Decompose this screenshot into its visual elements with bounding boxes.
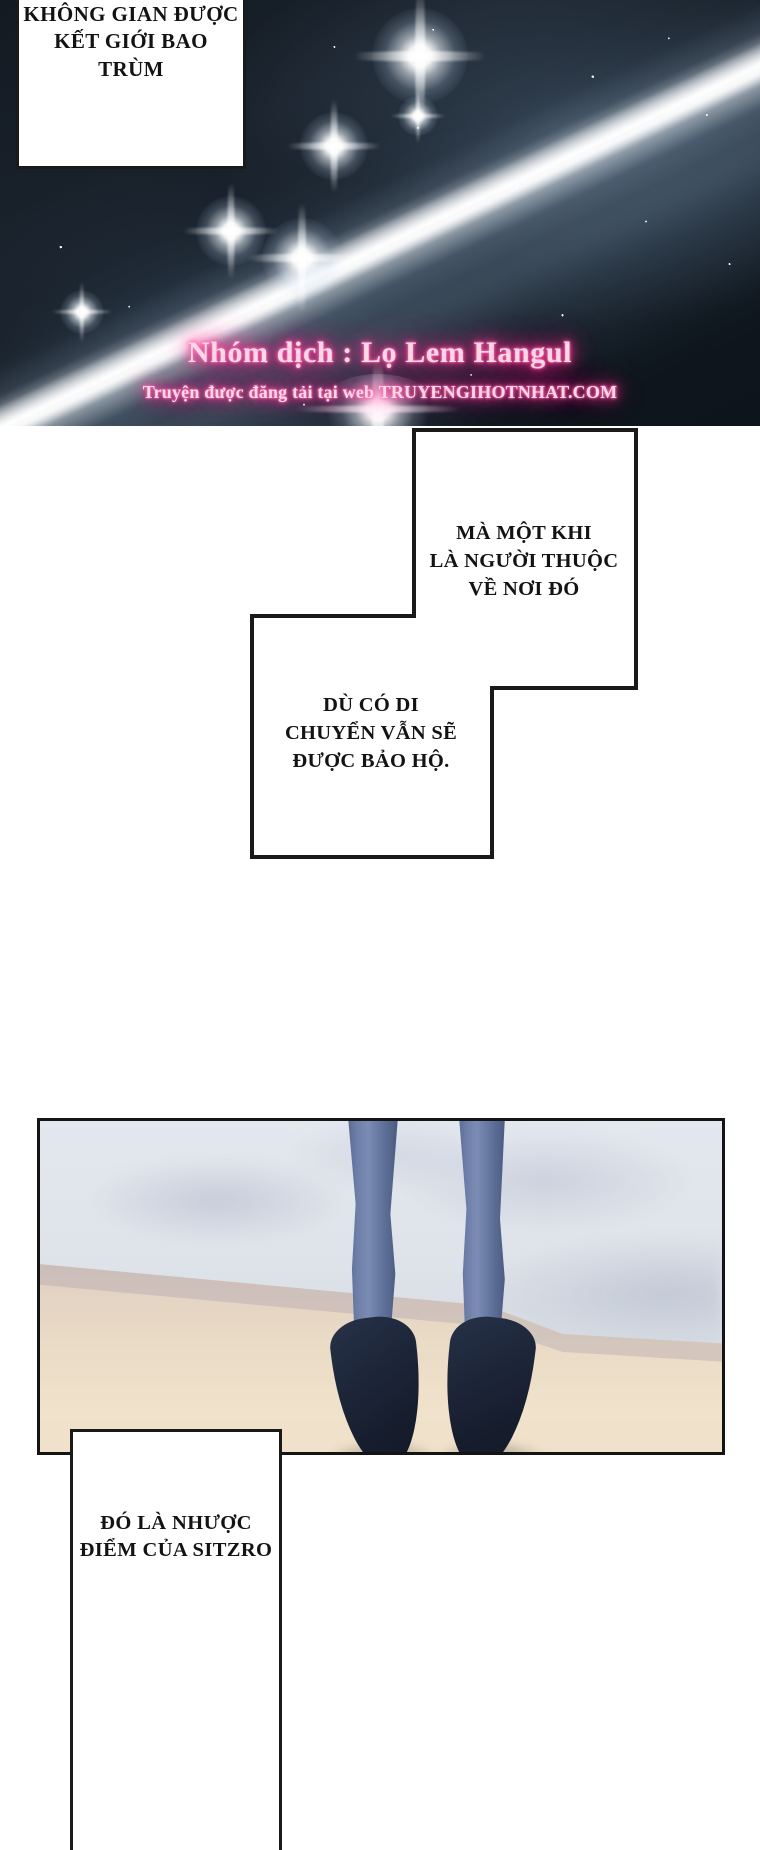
starburst-icon: [60, 290, 104, 334]
starburst-icon: [262, 218, 342, 298]
caption-step-group: MÀ MỘT KHI LÀ NGƯỜI THUỘC VỀ NƠI ĐÓ DÙ C…: [248, 426, 640, 861]
starburst-icon: [398, 96, 438, 136]
caption-bottom-text: ĐÓ LÀ NHƯỢC ĐIỂM CỦA SITZRO: [79, 1512, 273, 1561]
feet-on-sand-panel: [37, 1118, 725, 1455]
starburst-icon: [318, 374, 438, 426]
caption-step-outline: [250, 428, 638, 859]
starburst-icon: [300, 112, 368, 180]
caption-bottom: ĐÓ LÀ NHƯỢC ĐIỂM CỦA SITZRO: [70, 1429, 282, 1850]
caption-top: KHÔNG GIAN ĐƯỢC KẾT GIỚI BAO TRÙM: [16, 0, 246, 169]
caption-step-lower-text: DÙ CÓ DI CHUYỂN VẪN SẼ ĐƯỢC BẢO HỘ.: [284, 694, 458, 772]
starburst-icon: [372, 8, 468, 104]
caption-top-text: KHÔNG GIAN ĐƯỢC KẾT GIỚI BAO TRÙM: [23, 2, 239, 81]
caption-step-upper-text: MÀ MỘT KHI LÀ NGƯỜI THUỘC VỀ NƠI ĐÓ: [429, 522, 619, 600]
